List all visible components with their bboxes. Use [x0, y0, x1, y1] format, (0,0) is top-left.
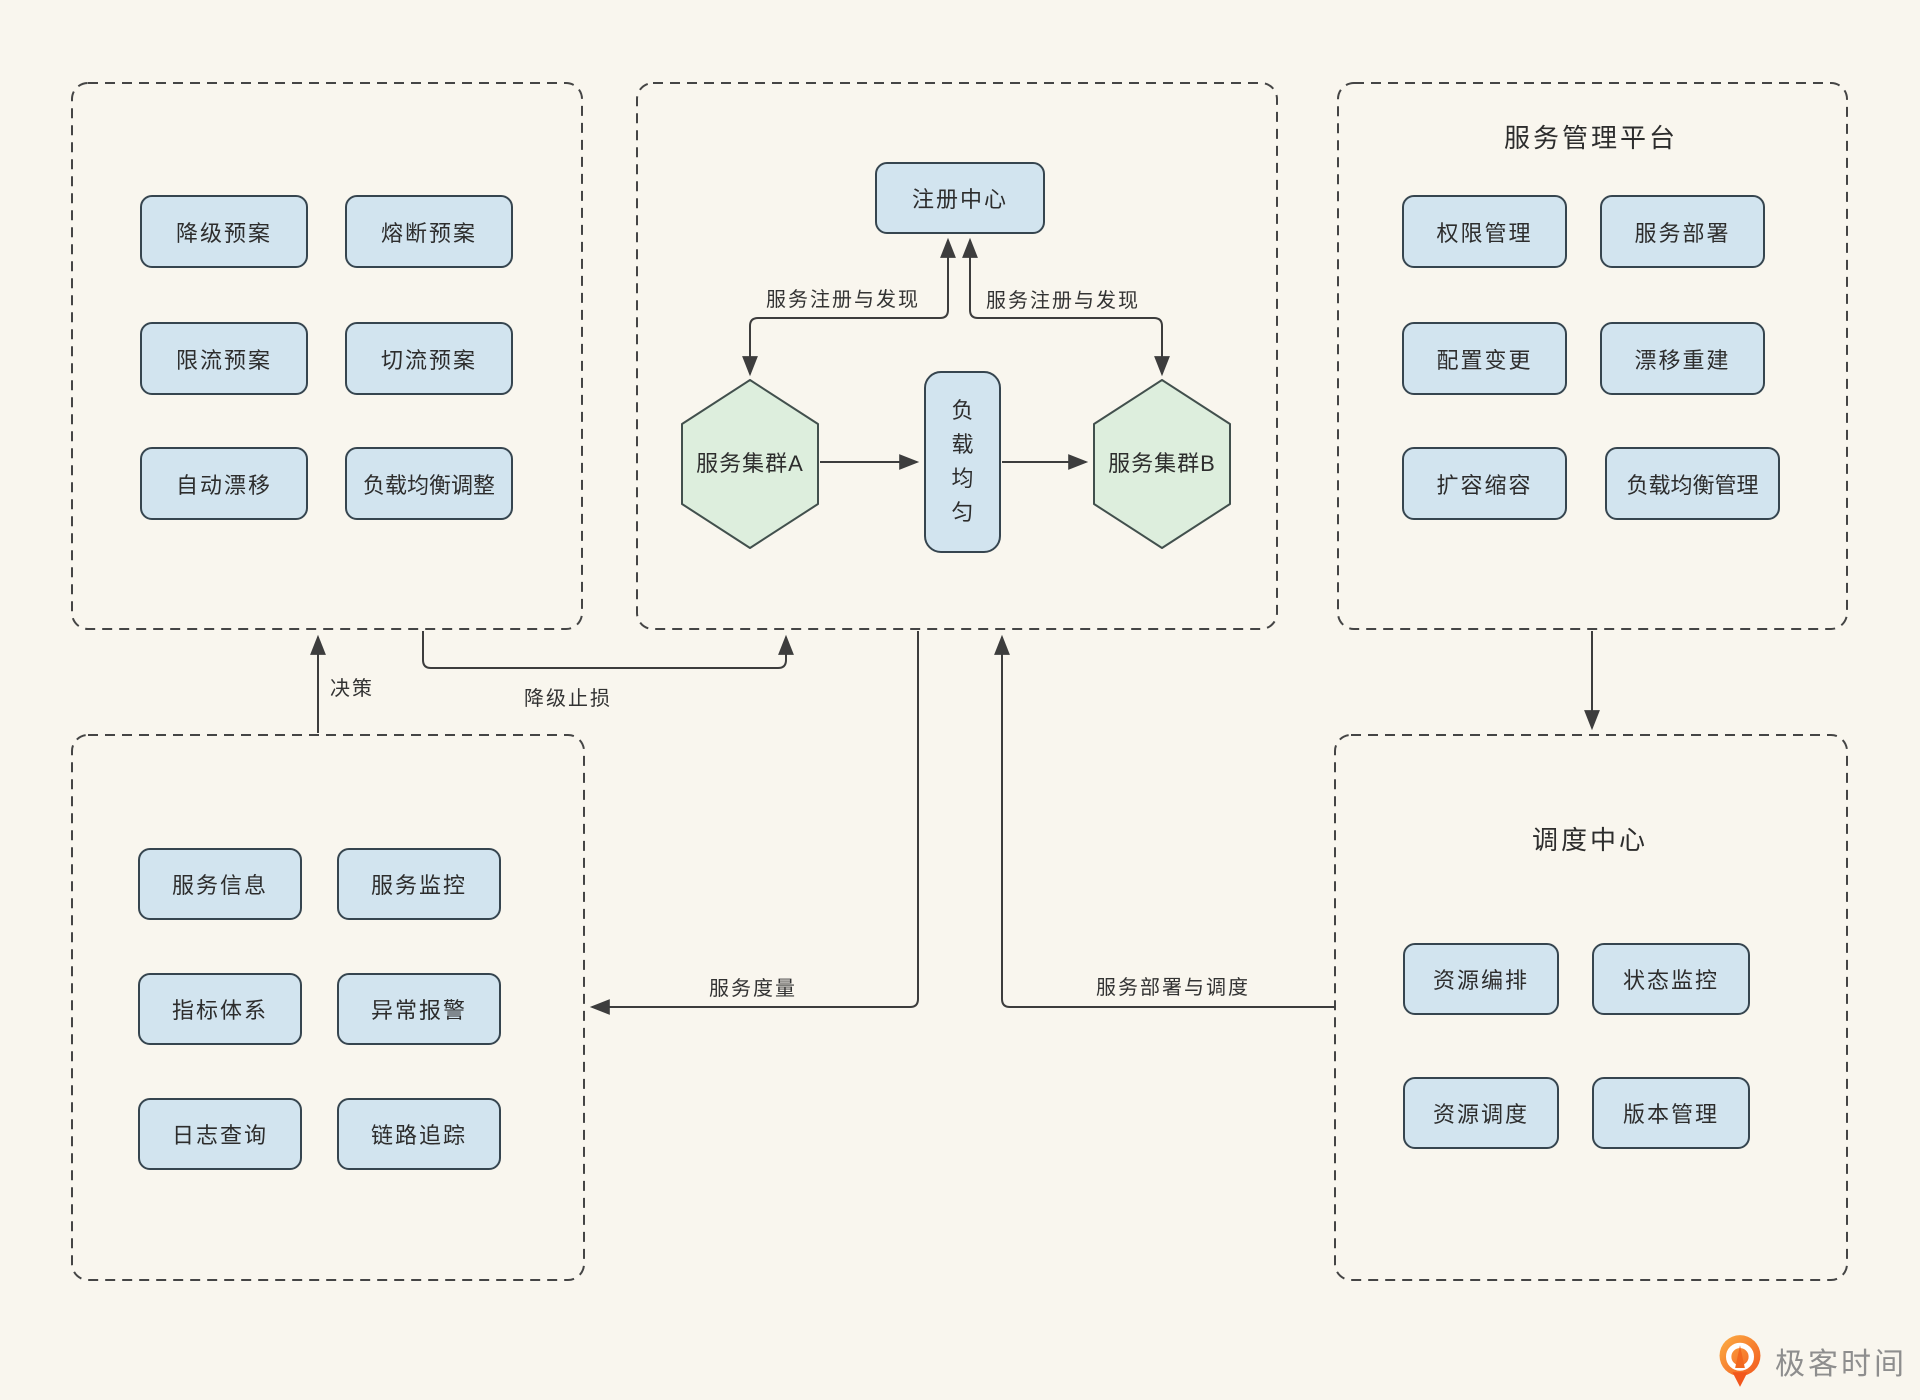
edge-registry-cluster-b-arrow	[962, 237, 1170, 377]
edge-label-measure: 服务度量	[709, 978, 797, 1000]
box-resource-schedule: 资源调度	[1403, 1077, 1559, 1149]
cluster-b-label: 服务集群B	[1108, 451, 1216, 476]
box-version-mgmt: 版本管理	[1592, 1077, 1750, 1149]
edge-deploy-arrow	[994, 634, 1335, 1008]
box-drift-rebuild: 漂移重建	[1600, 322, 1765, 395]
cluster-b-hexagon	[1093, 379, 1231, 549]
scheduler-title: 调度中心	[1531, 824, 1648, 855]
registry-node: 注册中心	[875, 162, 1045, 234]
box-service-deploy: 服务部署	[1600, 195, 1765, 268]
box-trace: 链路追踪	[337, 1098, 501, 1170]
edge-label-registry-left: 服务注册与发现	[766, 289, 920, 311]
cluster-a-hexagon	[681, 379, 819, 549]
plans-container-border	[71, 82, 583, 630]
edge-label-degrade: 降级止损	[524, 688, 612, 710]
box-metric-system: 指标体系	[138, 973, 302, 1045]
load-balance-label: 负 载 均 匀	[951, 397, 974, 526]
geektime-logo-icon	[1719, 1335, 1761, 1387]
box-permission-mgmt: 权限管理	[1402, 195, 1567, 268]
edge-label-deploy: 服务部署与调度	[1096, 977, 1250, 999]
geektime-logo-text: 极客时间	[1775, 1348, 1907, 1381]
box-circuit-break-plan: 熔断预案	[345, 195, 513, 268]
box-lb-adjust: 负载均衡调整	[345, 447, 513, 520]
edge-measure-arrow	[589, 631, 919, 1015]
edge-registry-cluster-a-arrow	[742, 237, 956, 377]
box-service-monitor: 服务监控	[337, 848, 501, 920]
box-status-monitor: 状态监控	[1592, 943, 1750, 1015]
box-resource-orchestration: 资源编排	[1403, 943, 1559, 1015]
box-service-info: 服务信息	[138, 848, 302, 920]
platform-container-border	[1337, 82, 1848, 630]
box-abnormal-alert: 异常报警	[337, 973, 501, 1045]
platform-title: 服务管理平台	[1503, 122, 1678, 153]
edge-label-registry-right: 服务注册与发现	[986, 290, 1140, 312]
box-config-change: 配置变更	[1402, 322, 1567, 395]
box-rate-limit-plan: 限流预案	[140, 322, 308, 395]
geektime-logo: 极客时间	[1714, 1334, 1907, 1388]
edge-degrade-arrow	[422, 631, 794, 669]
box-log-query: 日志查询	[138, 1098, 302, 1170]
box-scale-in-out: 扩容缩容	[1402, 447, 1567, 520]
edge-label-decision: 决策	[330, 678, 374, 700]
box-lb-mgmt: 负载均衡管理	[1605, 447, 1780, 520]
box-auto-failover: 自动漂移	[140, 447, 308, 520]
observe-container-border	[71, 734, 585, 1281]
box-traffic-switch-plan: 切流预案	[345, 322, 513, 395]
cluster-container-border	[636, 82, 1278, 630]
cluster-a-label: 服务集群A	[696, 451, 804, 476]
box-downgrade-plan: 降级预案	[140, 195, 308, 268]
